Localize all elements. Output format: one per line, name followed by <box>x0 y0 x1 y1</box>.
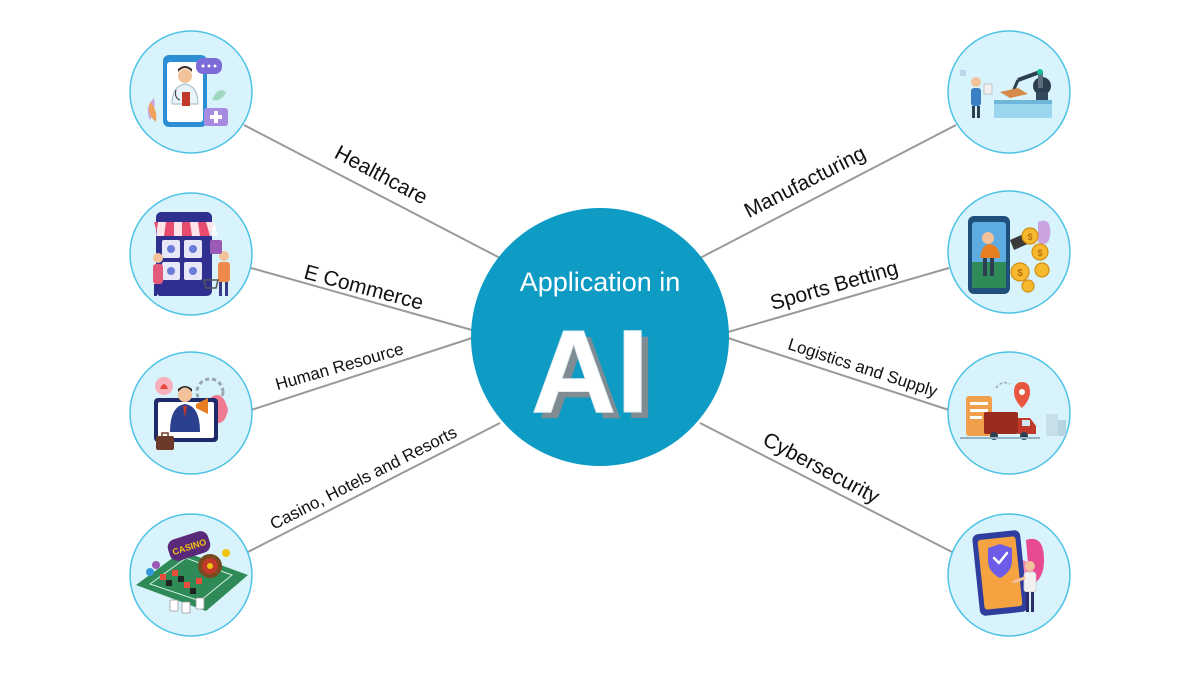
recruiter-megaphone-icon <box>154 377 228 450</box>
connector-human-resource <box>250 337 473 411</box>
node-logistics <box>947 351 1071 475</box>
delivery-truck-icon <box>960 381 1066 440</box>
node-human-resource <box>129 351 253 475</box>
svg-text:$: $ <box>1027 232 1032 242</box>
betting-coins-icon: $ $ $ <box>968 216 1051 294</box>
label-ecommerce: E Commerce <box>302 261 426 315</box>
connectors <box>243 124 957 554</box>
node-ecommerce <box>129 192 253 316</box>
hub-circle <box>471 208 729 466</box>
connector-healthcare <box>243 124 501 259</box>
svg-text:$: $ <box>1017 268 1023 279</box>
node-sports-betting: $ $ $ <box>947 190 1071 314</box>
roulette-table-icon: CASINO <box>136 531 248 614</box>
node-cybersecurity <box>947 513 1071 637</box>
node-casino: CASINO <box>129 513 253 637</box>
connector-cybersecurity <box>699 422 955 554</box>
hub-ai-text: AI <box>531 306 649 438</box>
label-logistics: Logistics and Supply <box>786 335 941 401</box>
label-cybersecurity: Cybersecurity <box>759 428 884 509</box>
hub: Application in AI AI <box>471 208 729 466</box>
hub-ai-shadow: AI <box>538 312 656 444</box>
svg-text:$: $ <box>1037 248 1042 258</box>
label-casino: Casino, Hotels and Resorts <box>267 423 460 534</box>
label-manufacturing: Manufacturing <box>741 142 870 223</box>
label-sports-betting: Sports Betting <box>768 257 901 315</box>
online-shop-icon <box>153 212 230 296</box>
connector-logistics <box>727 337 950 411</box>
connector-ecommerce <box>250 267 473 331</box>
hub-title: Application in <box>520 267 681 297</box>
node-manufacturing <box>947 30 1071 154</box>
node-healthcare <box>129 30 253 154</box>
connector-casino <box>245 422 501 554</box>
robot-arm-icon <box>960 69 1052 118</box>
label-healthcare: Healthcare <box>331 141 431 209</box>
security-shield-icon <box>972 530 1044 616</box>
connector-sports-betting <box>727 267 950 333</box>
doctor-phone-icon <box>147 55 228 127</box>
connector-manufacturing <box>699 124 957 259</box>
